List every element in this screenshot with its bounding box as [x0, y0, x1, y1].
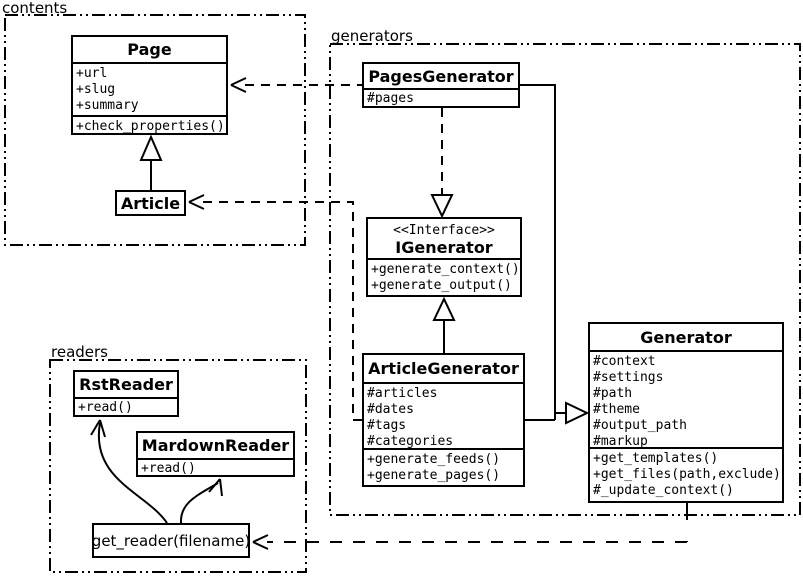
dependency-articlegenerator-article: [203, 201, 362, 421]
class-page-methods: +check_properties(): [73, 115, 226, 135]
open-arrowhead-getreader: [252, 534, 269, 550]
class-igenerator-header: <<Interface>> IGenerator: [368, 219, 520, 258]
package-readers-border: [49, 359, 307, 573]
attr-row: #categories: [367, 434, 454, 449]
method-row: +get_files(path,exclude): [593, 467, 781, 482]
package-label-generators: generators: [331, 27, 413, 45]
arrow-getreader-mardownreader: [179, 482, 219, 524]
class-article-title: Article: [120, 193, 181, 213]
attr-row: #path: [593, 386, 633, 401]
generalization-arrowhead-igenerator: [432, 296, 456, 321]
package-label-contents: contents: [2, 0, 68, 17]
class-igenerator: <<Interface>> IGenerator +generate_conte…: [366, 217, 522, 297]
node-get-reader-label: get_reader(filename): [91, 531, 251, 550]
class-pagesgenerator: PagesGenerator #pages: [362, 62, 520, 108]
package-label-readers: readers: [51, 343, 108, 361]
generalization-arrowhead-page: [139, 134, 163, 161]
class-mardownreader-title: MardownReader: [141, 436, 290, 455]
method-row: +read(): [78, 400, 133, 415]
attr-row: #articles: [367, 386, 438, 401]
class-generator-title: Generator: [640, 327, 732, 347]
method-row: +generate_feeds(): [367, 452, 501, 467]
attr-row: #tags: [367, 418, 407, 433]
attr-row: +url: [76, 66, 108, 81]
method-row: +generate_output(): [371, 278, 512, 293]
attr-row: #markup: [593, 434, 648, 449]
class-mardownreader-methods: +read(): [138, 458, 293, 475]
package-generators-border: [329, 43, 801, 516]
open-arrowhead-rstreader: [90, 419, 106, 438]
attr-row: +summary: [76, 98, 139, 113]
class-igenerator-methods: +generate_context() +generate_output(): [368, 258, 520, 295]
class-rstreader: RstReader +read(): [73, 370, 179, 417]
attr-row: #output_path: [593, 418, 687, 433]
class-pagesgenerator-attributes: #pages: [364, 88, 518, 106]
class-generator-attributes: #context #settings #path #theme #output_…: [590, 350, 782, 449]
package-contents-border: [4, 14, 306, 246]
open-arrowhead-page: [230, 77, 247, 93]
attr-row: #dates: [367, 402, 414, 417]
class-rstreader-methods: +read(): [75, 397, 177, 415]
generalization-pagesgenerator-generator: [520, 84, 556, 420]
realization-arrowhead-igenerator: [430, 194, 454, 219]
generalization-arrowhead-generator: [565, 401, 590, 425]
open-arrowhead-mardownreader: [208, 478, 223, 497]
arrow-getreader-rstreader: [97, 422, 168, 524]
open-arrowhead-article: [188, 194, 205, 210]
method-row: +check_properties(): [76, 119, 225, 134]
class-generator-methods: +get_templates() +get_files(path,exclude…: [590, 447, 782, 501]
attr-row: #settings: [593, 370, 664, 385]
attr-row: #theme: [593, 402, 640, 417]
class-article: Article: [115, 190, 186, 216]
class-articlegenerator-title: ArticleGenerator: [368, 359, 519, 378]
method-row: +get_templates(): [593, 451, 719, 466]
class-page-title: Page: [127, 40, 172, 59]
class-igenerator-stereotype: <<Interface>>: [393, 223, 495, 238]
attr-row: #pages: [367, 91, 414, 106]
class-pagesgenerator-title: PagesGenerator: [368, 66, 514, 86]
class-igenerator-title: IGenerator: [395, 238, 493, 257]
node-get-reader: get_reader(filename): [92, 523, 250, 558]
attr-row: +slug: [76, 82, 116, 97]
class-rstreader-title: RstReader: [79, 375, 173, 394]
class-articlegenerator-methods: +generate_feeds() +generate_pages(): [364, 448, 523, 485]
method-row: +read(): [141, 461, 196, 476]
class-articlegenerator-attributes: #articles #dates #tags #categories: [364, 382, 523, 449]
method-row: +generate_pages(): [367, 468, 501, 483]
class-page: Page +url +slug +summary +check_properti…: [71, 35, 228, 135]
method-row: +generate_context(): [371, 262, 520, 277]
class-generator: Generator #context #settings #path #them…: [588, 322, 784, 503]
class-page-attributes: +url +slug +summary: [73, 62, 226, 115]
class-articlegenerator: ArticleGenerator #articles #dates #tags …: [362, 353, 525, 487]
class-mardownreader: MardownReader +read(): [136, 431, 295, 477]
attr-row: #context: [593, 354, 656, 369]
method-row: #_update_context(): [593, 483, 734, 498]
